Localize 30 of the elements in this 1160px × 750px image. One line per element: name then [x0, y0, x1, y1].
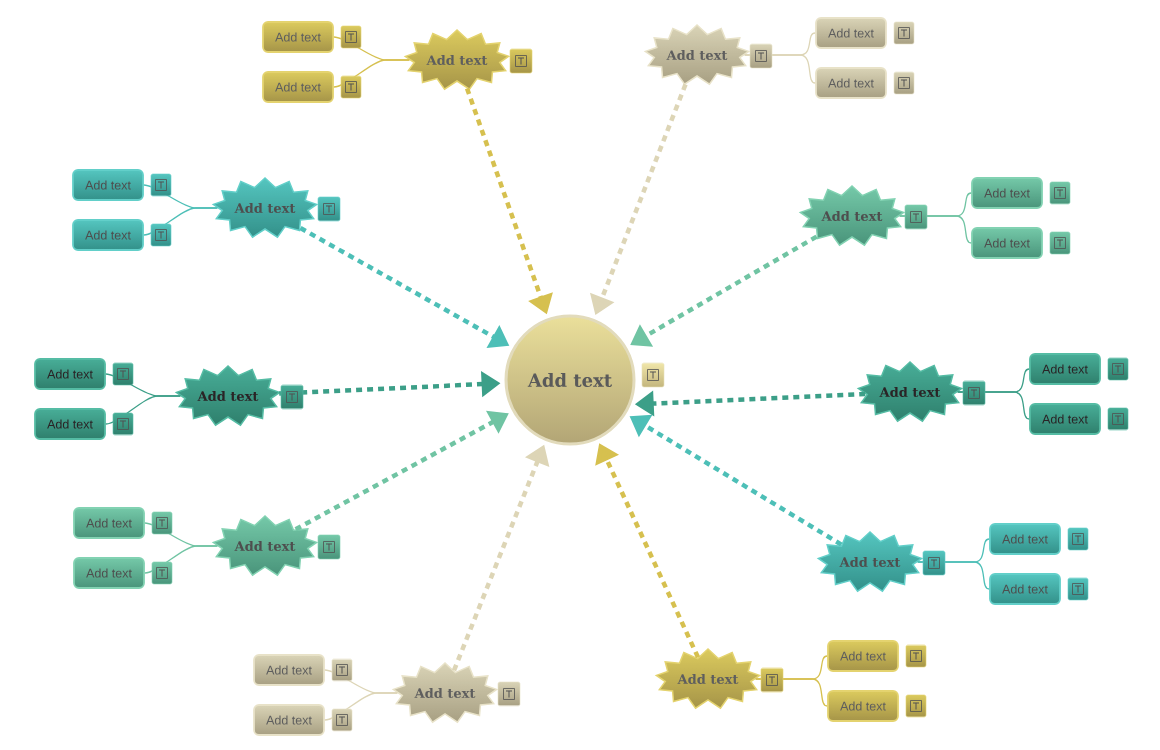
rounded-box: Add text	[971, 177, 1043, 209]
rounded-box: Add text	[971, 227, 1043, 259]
branch-line	[324, 692, 398, 721]
rounded-box: Add text	[989, 573, 1061, 605]
branch-line	[333, 59, 410, 88]
rounded-box: Add text	[72, 219, 144, 251]
rounded-box: Add text	[34, 358, 106, 390]
branch-line	[143, 207, 218, 236]
rounded-box: Add text	[262, 21, 334, 53]
rounded-box: Add text	[827, 640, 899, 672]
rounded-box: Add text	[827, 690, 899, 722]
rounded-box: Add text	[1029, 353, 1101, 385]
branch-line	[899, 215, 972, 244]
rounded-box: Add text	[815, 17, 887, 49]
rounded-box: Add text	[262, 71, 334, 103]
rounded-box: Add text	[253, 704, 325, 736]
rounded-box: Add text	[34, 408, 106, 440]
branch-line	[755, 678, 828, 707]
branch-line	[744, 54, 816, 84]
rounded-box: Add text	[253, 654, 325, 686]
rounded-box: Add text	[72, 169, 144, 201]
rounded-box: Add text	[73, 557, 145, 589]
branch-line	[105, 395, 181, 425]
rounded-box: Add text	[989, 523, 1061, 555]
branch-line	[917, 561, 990, 590]
branch-line	[957, 391, 1030, 420]
rounded-box: Add text	[815, 67, 887, 99]
rounded-box: Add text	[1029, 403, 1101, 435]
rounded-box: Add text	[73, 507, 145, 539]
branch-line	[144, 545, 218, 574]
